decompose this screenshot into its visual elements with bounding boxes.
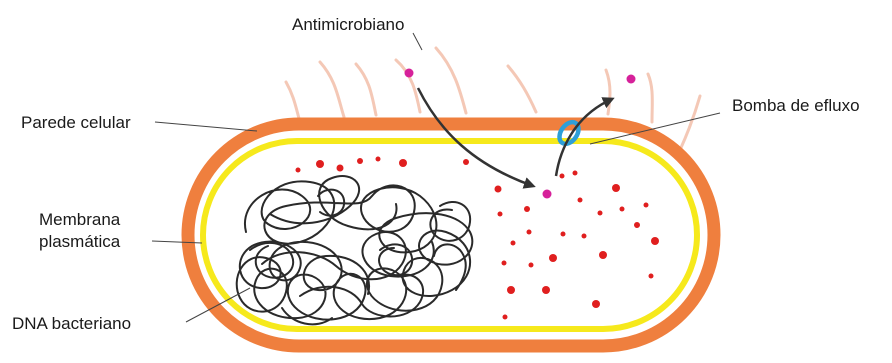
label-membrana-line2: plasmática [39, 232, 120, 252]
label-bomba-de-efluxo: Bomba de efluxo [732, 96, 860, 116]
label-antimicrobiano: Antimicrobiano [292, 15, 404, 35]
label-membrana-line1: Membrana [39, 210, 120, 230]
label-dna-bacteriano: DNA bacteriano [12, 314, 131, 334]
plasma-membrane [203, 141, 697, 329]
label-parede-celular: Parede celular [21, 113, 131, 133]
